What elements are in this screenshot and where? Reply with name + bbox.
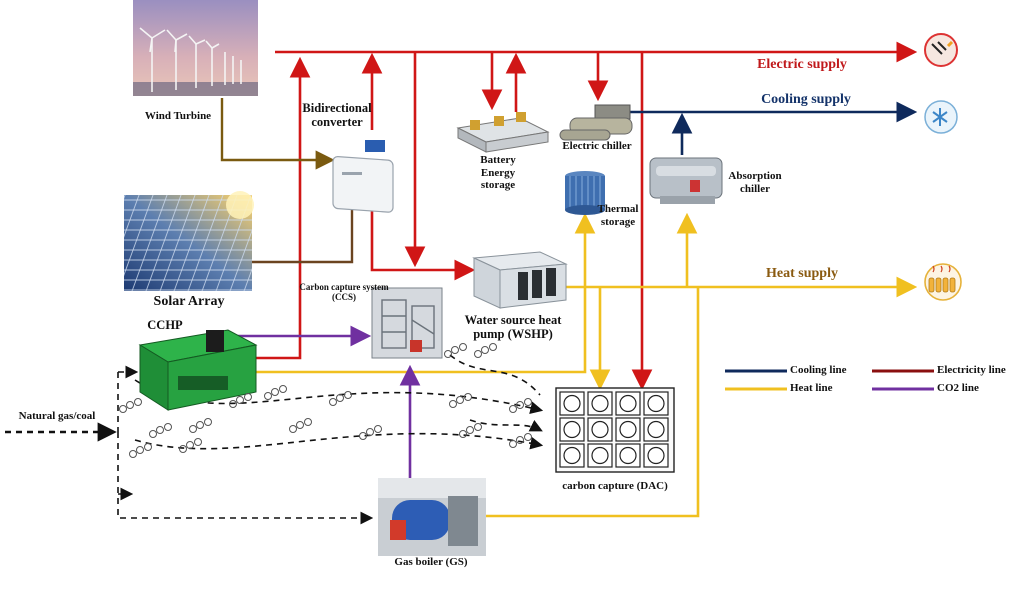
solar-array-label: Solar Array [153, 294, 225, 309]
natural-gas-label: Natural gas/coal [18, 410, 96, 422]
co2-molecule-sketch [449, 393, 472, 408]
ccs-label: Carbon capture system (CCS) [299, 282, 389, 303]
wind-turbine-label: Wind Turbine [144, 110, 212, 122]
wshp-image [472, 251, 568, 309]
electric-supply-label: Electric supply [757, 57, 847, 72]
radiator-icon [924, 263, 962, 301]
battery-storage-image [456, 112, 550, 153]
dac-fan-blade [619, 446, 637, 465]
plug-icon [924, 33, 958, 67]
heat-supply-label: Heat supply [766, 266, 838, 281]
electric-chiller-image [559, 104, 633, 141]
legend-heat-label: Heat line [790, 382, 833, 394]
dac-fan-blade [591, 420, 609, 439]
gas-boiler-image [378, 478, 486, 556]
dac-fan-blade [647, 420, 665, 439]
gas-boiler-label: Gas boiler (GS) [394, 556, 468, 568]
absorption-chiller-label: Absorption chiller [728, 170, 782, 195]
co2-molecule-sketch [509, 433, 532, 448]
heat-lines [255, 212, 918, 518]
dac-fan-blade [647, 394, 665, 413]
co2-molecule-sketch [509, 398, 532, 413]
converter-label: Bidirectional converter [302, 101, 372, 130]
bidirectional-converter-image [332, 140, 394, 213]
dac-fan-blade [591, 446, 609, 465]
co2-lines [230, 325, 421, 478]
legend-electricity-label: Electricity line [937, 364, 1006, 376]
co2-molecule-sketch [264, 385, 287, 400]
cchp-image [138, 329, 258, 411]
co2-molecule-sketch [229, 393, 252, 408]
gas-supply-lines [5, 354, 544, 525]
co2-molecule-sketch [119, 398, 142, 413]
cooling-lines [630, 101, 918, 155]
wind-power-line [220, 98, 335, 170]
solar-array-image [124, 191, 254, 291]
co2-molecule-sketch [444, 343, 467, 358]
co2-molecule-sketch [149, 423, 172, 438]
legend [725, 369, 934, 391]
co2-molecule-sketch [129, 443, 152, 458]
dac-fan-blade [619, 394, 637, 413]
cchp-label: CCHP [147, 318, 183, 332]
dac-label: carbon capture (DAC) [562, 480, 668, 492]
electric-chiller-label: Electric chiller [562, 140, 632, 152]
dac-fan-blade [619, 420, 637, 439]
dac-fan-blade [563, 446, 581, 465]
cooling-supply-label: Cooling supply [761, 92, 851, 107]
co2-molecule-sketch [189, 418, 212, 433]
dac-fan-blade [591, 394, 609, 413]
co2-molecule-sketch [179, 438, 202, 453]
legend-co2-label: CO2 line [937, 382, 979, 394]
dac-fan-blade [647, 446, 665, 465]
legend-cooling-label: Cooling line [790, 364, 847, 376]
co2-molecule-sketch [459, 423, 482, 438]
thermal-storage-image [565, 171, 605, 215]
co2-molecule-sketch [474, 343, 497, 358]
battery-label: Battery Energy storage [480, 154, 516, 192]
dac-fan-blade [563, 420, 581, 439]
co2-molecule-sketch [359, 425, 382, 440]
wind-turbine-image [133, 0, 258, 96]
co2-molecule-sketch [329, 391, 352, 406]
thermal-storage-label: Thermal storage [597, 203, 639, 228]
wshp-label: Water source heat pump (WSHP) [464, 313, 562, 342]
dac-image [555, 387, 675, 473]
ccs-image [371, 287, 443, 359]
co2-molecule-sketch [289, 418, 312, 433]
co2-molecule-icons [119, 343, 532, 458]
solar-power-line [250, 190, 362, 264]
snowflake-icon [924, 100, 958, 134]
absorption-chiller-image [649, 157, 723, 204]
dac-fan-blade [563, 394, 581, 413]
